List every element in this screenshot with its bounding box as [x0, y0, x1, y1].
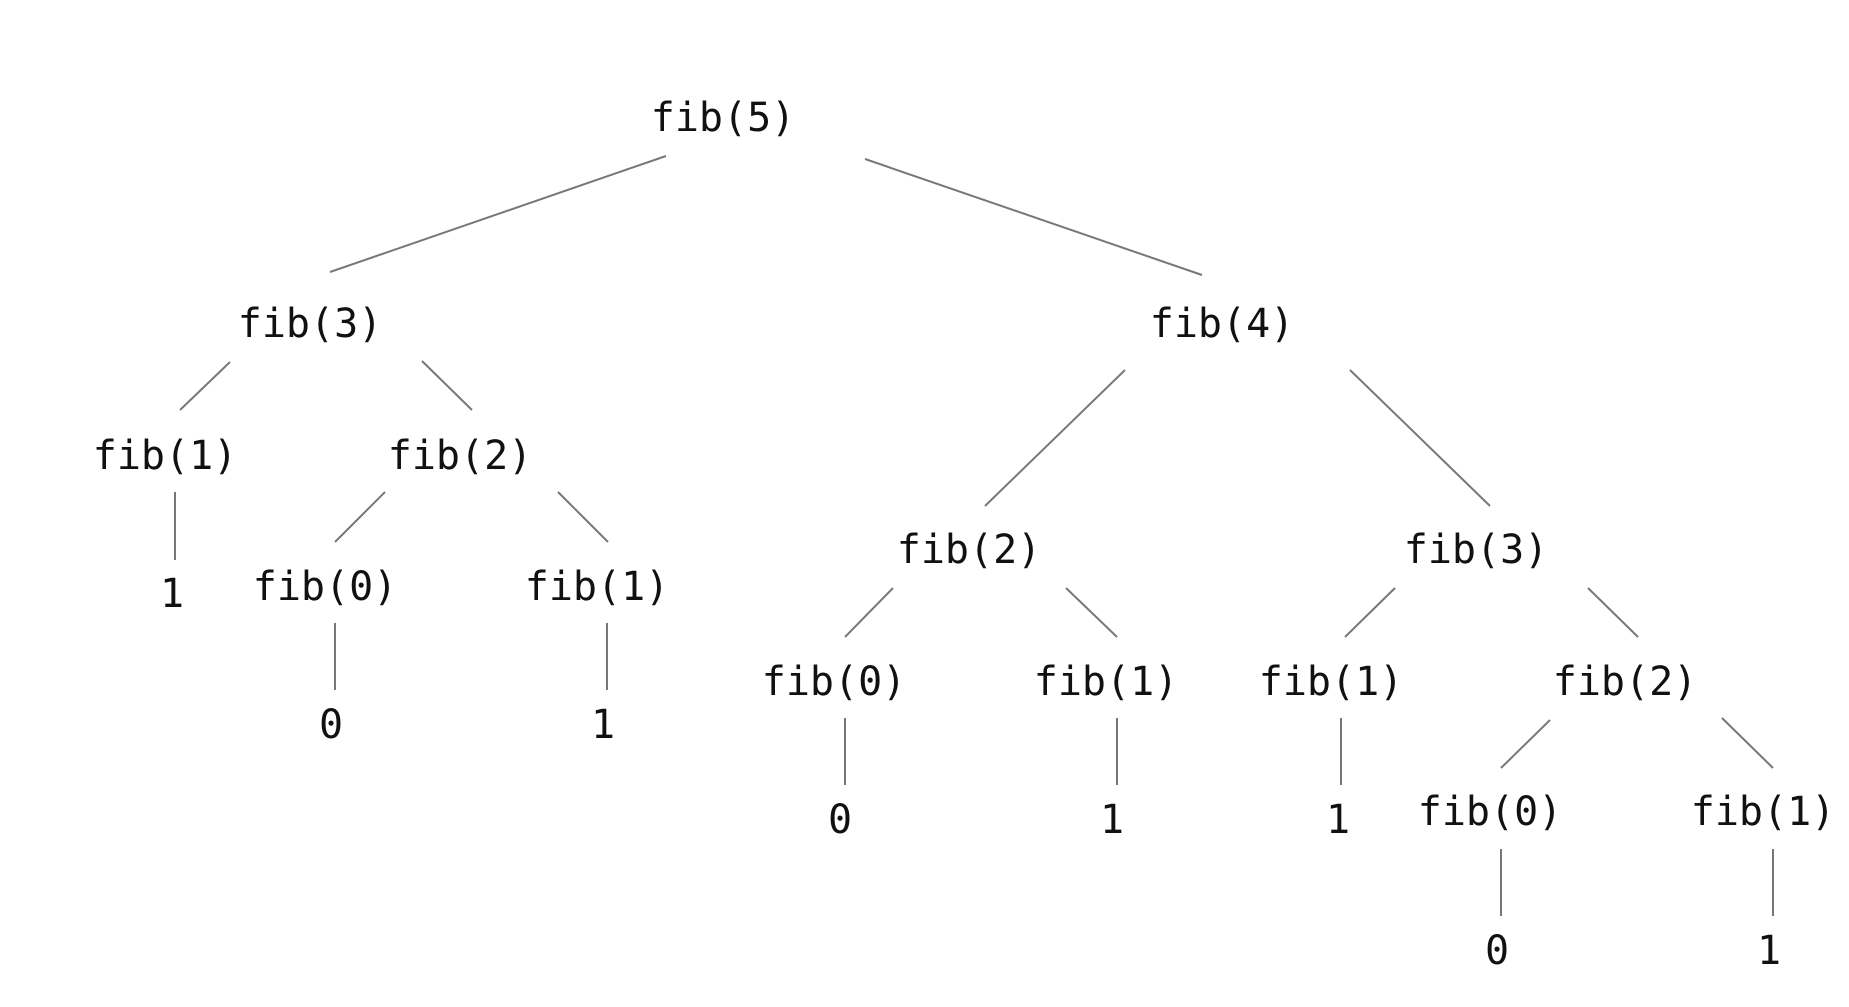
edge-n12-n18	[1587, 587, 1639, 638]
tree-edges	[174, 155, 1774, 916]
tree-node-n14: fib(1)	[1034, 659, 1179, 705]
edge-n11-n13	[844, 587, 894, 638]
edge-n2-n4	[179, 361, 231, 411]
tree-node-n8: fib(1)	[525, 564, 670, 610]
edge-n11-n14	[1065, 587, 1118, 638]
tree-node-n6: 1	[160, 571, 184, 617]
tree-node-n16: 1	[1100, 797, 1124, 843]
edge-n1-n3	[864, 158, 1203, 276]
tree-node-n18: fib(2)	[1553, 659, 1698, 705]
tree-node-n9: 0	[319, 702, 343, 748]
tree-node-n4: fib(1)	[93, 433, 238, 479]
tree-node-n10: 1	[591, 702, 615, 748]
edge-n18-n21	[1721, 717, 1774, 769]
tree-node-n11: fib(2)	[897, 527, 1042, 573]
tree-node-n19: 1	[1326, 797, 1350, 843]
tree-node-n17: fib(1)	[1259, 659, 1404, 705]
tree-node-n1: fib(5)	[651, 95, 796, 141]
edge-n12-n17	[1344, 587, 1396, 638]
tree-node-n5: fib(2)	[388, 433, 533, 479]
edge-n18-n20	[1500, 719, 1551, 769]
tree-node-n2: fib(3)	[238, 301, 383, 347]
edge-n5-n7	[334, 491, 386, 543]
edge-n3-n11	[984, 369, 1126, 507]
tree-node-n12: fib(3)	[1404, 527, 1549, 573]
tree-node-n7: fib(0)	[253, 564, 398, 610]
tree-node-n13: fib(0)	[762, 659, 907, 705]
tree-node-n23: 1	[1757, 928, 1781, 974]
tree-node-n21: fib(1)	[1691, 789, 1836, 835]
tree-node-n15: 0	[828, 797, 852, 843]
tree-node-n22: 0	[1485, 928, 1509, 974]
edge-n2-n5	[421, 360, 473, 411]
tree-nodes: fib(5) fib(3) fib(4) fib(1) fib(2) 1 fib(0) fib…	[93, 95, 1836, 974]
edge-n1-n2	[329, 155, 667, 273]
tree-node-n3: fib(4)	[1150, 301, 1295, 347]
tree-node-n20: fib(0)	[1418, 789, 1563, 835]
edge-n5-n8	[557, 491, 609, 543]
edge-n3-n12	[1349, 369, 1491, 507]
